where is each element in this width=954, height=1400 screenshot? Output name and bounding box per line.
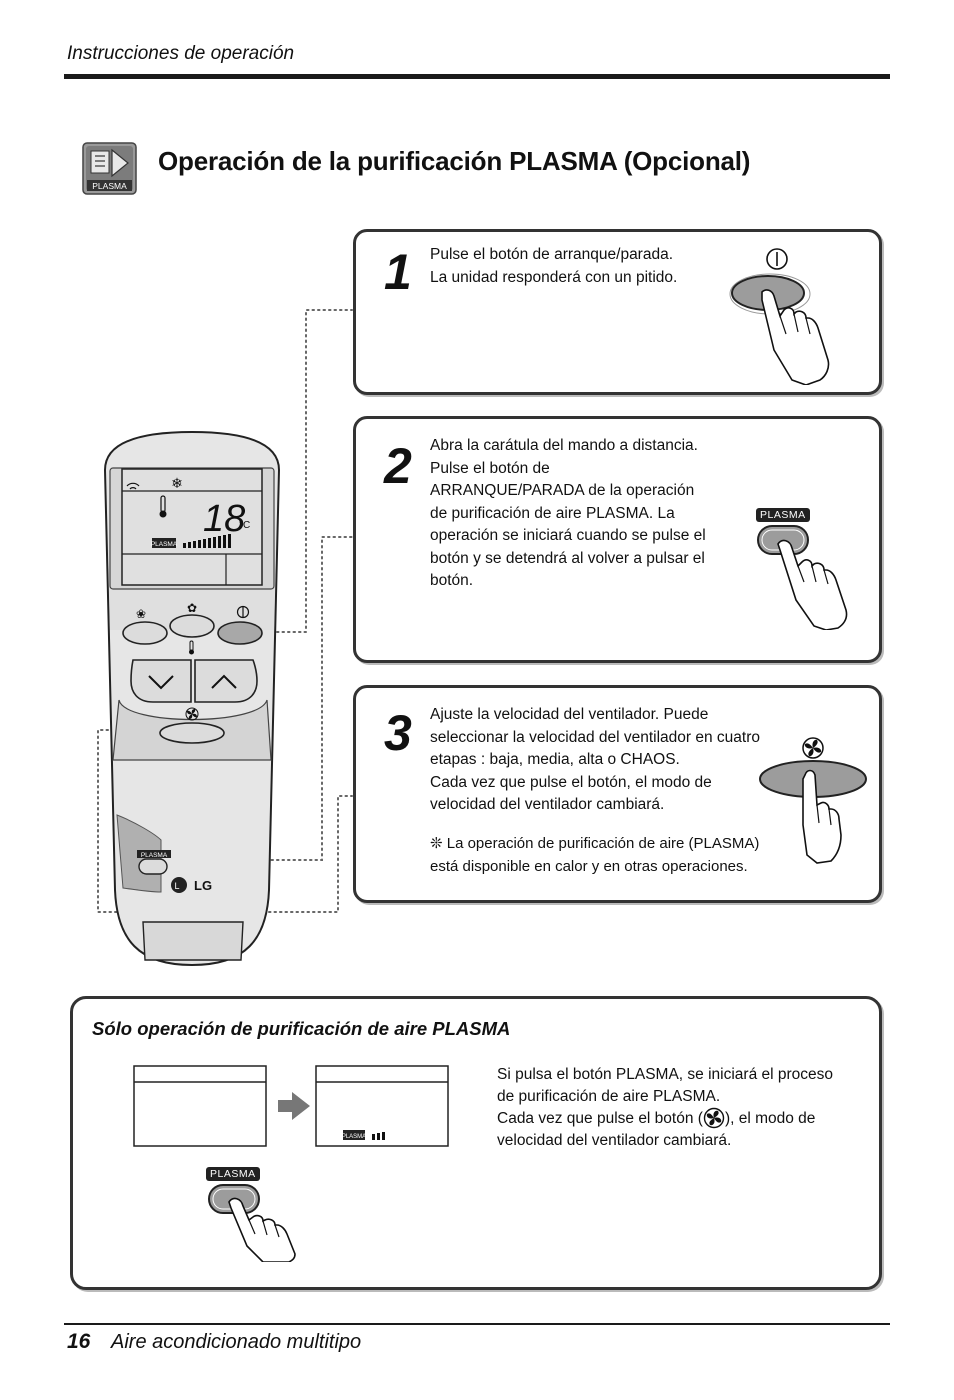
display-unit: °C <box>239 520 250 531</box>
header-rule <box>64 74 890 79</box>
svg-text:L: L <box>174 881 179 891</box>
running-header: Instrucciones de operación <box>67 43 295 64</box>
fan-icon <box>185 707 199 721</box>
footer-rule <box>64 1323 890 1325</box>
lg-logo-icon <box>171 877 187 893</box>
step-3-note: ❊ La operación de purificación de aire (… <box>430 835 760 875</box>
snowflake-icon: ❄ <box>171 475 183 491</box>
footer-title: Aire acondicionado multitipo <box>111 1331 362 1353</box>
power-icon <box>766 248 788 270</box>
thermometer-icon <box>159 495 167 518</box>
step-1-illustration <box>729 248 830 385</box>
step-2-illustration <box>757 525 848 630</box>
fan-icon <box>802 737 824 759</box>
fan-speed-bars <box>372 1132 385 1140</box>
wifi-icon <box>126 482 140 490</box>
hand-icon <box>228 1197 296 1262</box>
step-3-number: 3 <box>384 705 412 761</box>
step-1-number: 1 <box>384 244 412 300</box>
step-2-text: Abra la carátula del mando a distancia. … <box>430 437 706 589</box>
remote-plasma-label: PLASMA <box>141 852 168 859</box>
fan-icon <box>703 1107 725 1129</box>
fan-speed-bars <box>183 534 231 548</box>
plasma-only-text-part2: ), el modo de velocidad del ventilador c… <box>497 1110 816 1149</box>
page-title: Operación de la purificación PLASMA (Opc… <box>158 146 751 176</box>
step-2-plasma-label: PLASMA <box>756 508 810 522</box>
bottom-plasma-label: PLASMA <box>206 1167 260 1181</box>
display-plasma: PLASMA <box>151 541 178 548</box>
hand-icon <box>777 539 848 630</box>
display-comparison: PLASMA <box>133 1065 449 1147</box>
plasma-only-title: Sólo operación de purificación de aire P… <box>92 1018 511 1039</box>
remote-brand: LG <box>194 878 212 893</box>
hand-icon <box>802 769 842 864</box>
plasma-icon-label: PLASMA <box>92 181 127 191</box>
page-number: 16 <box>67 1330 91 1353</box>
mode-icon: ❀ <box>136 607 146 621</box>
temp-up-icon <box>211 674 237 689</box>
step-3-illustration <box>759 737 867 864</box>
hand-icon <box>761 289 830 385</box>
step-3-text: Ajuste la velocidad del ventilador. Pued… <box>430 706 761 813</box>
plasma-section-icon: PLASMA <box>82 142 137 195</box>
power-icon <box>236 605 250 619</box>
display-plasma-on: PLASMA <box>342 1134 366 1140</box>
bottom-plasma-button <box>208 1184 296 1262</box>
step-2-number: 2 <box>384 438 412 494</box>
display-temperature: 18 <box>203 498 245 540</box>
plasma-only-text: Si pulsa el botón PLASMA, se iniciará el… <box>497 1064 867 1151</box>
thermometer-icon <box>189 640 194 655</box>
temp-down-icon <box>148 675 174 690</box>
remote-control: ❄ 18 °C PLASMA ❀ ✿ PLASMA L LG <box>103 430 281 967</box>
step-1-text: Pulse el botón de arranque/parada. La un… <box>430 246 678 286</box>
plasma-only-text-part1: Si pulsa el botón PLASMA, se iniciará el… <box>497 1066 834 1127</box>
arrow-right-icon <box>278 1092 310 1120</box>
airflow-icon: ✿ <box>187 601 197 615</box>
